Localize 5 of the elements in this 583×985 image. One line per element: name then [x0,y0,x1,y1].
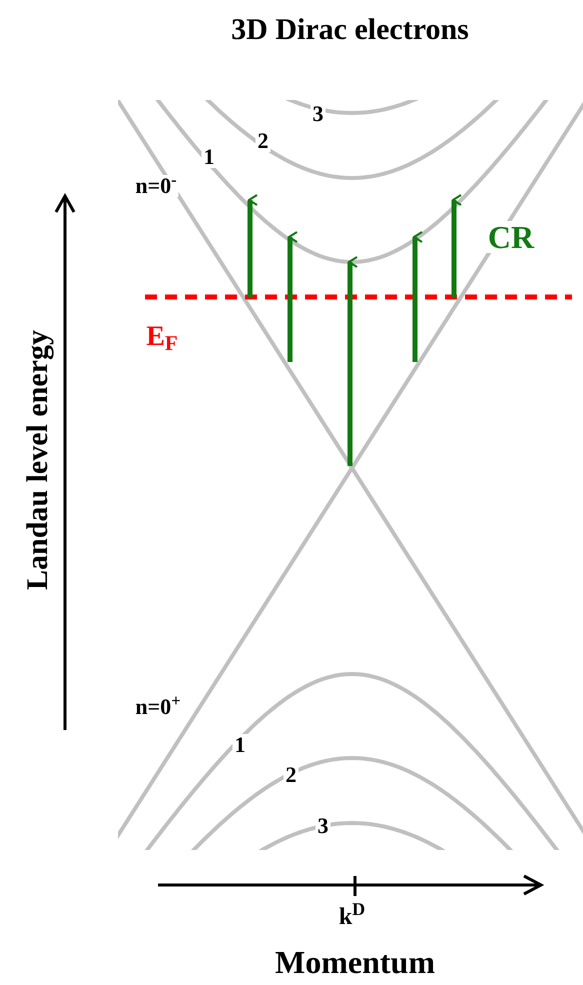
axis-title: Landau level energy [23,328,53,592]
level-label: n=0$^{-}$ [133,175,179,197]
title: 3D Dirac electrons [231,15,469,45]
transition-label: CR [486,221,536,253]
level-label: 2 [256,130,270,152]
